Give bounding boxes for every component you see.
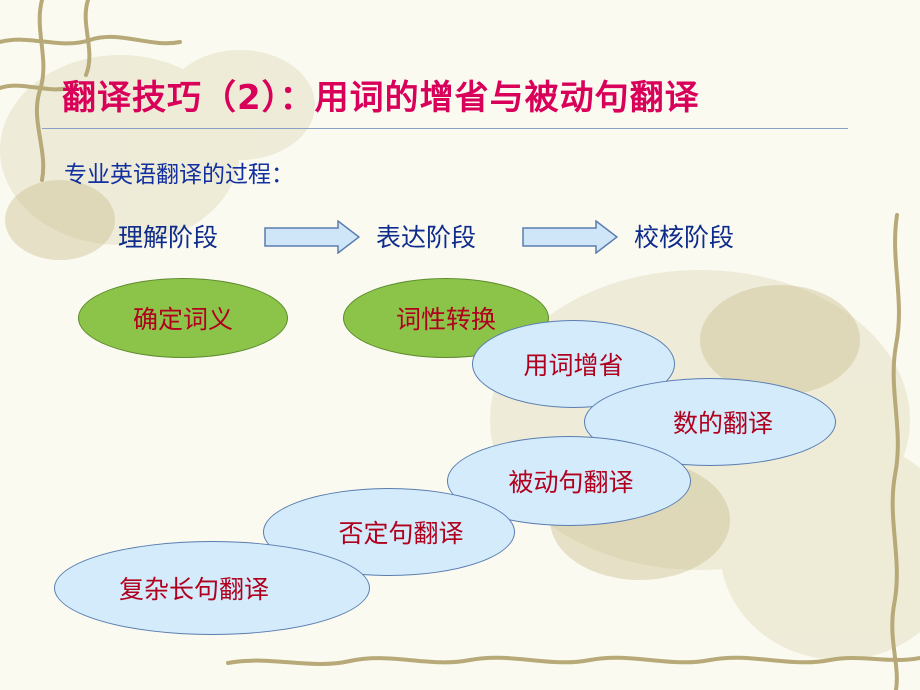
node-label: 确定词义 — [132, 305, 233, 334]
section-subtitle: 专业英语翻译的过程： — [64, 162, 294, 188]
node-label: 否定句翻译 — [338, 519, 464, 548]
node-label: 用词增省 — [523, 351, 624, 380]
node-passive-sentence-translation: 被动句翻译 — [447, 436, 691, 526]
node-determine-word-meaning: 确定词义 — [78, 278, 288, 358]
title-divider — [42, 128, 848, 129]
stage-proofreading: 校核阶段 — [634, 223, 735, 252]
page-title: 翻译技巧（2）：用词的增省与被动句翻译 — [62, 78, 700, 118]
node-label: 被动句翻译 — [508, 468, 634, 497]
node-label: 词性转换 — [395, 305, 496, 334]
arrow-right-icon — [264, 220, 360, 254]
node-amplification-omission: 用词增省 — [472, 320, 675, 408]
node-label: 数的翻译 — [672, 409, 773, 438]
node-complex-sentence-translation: 复杂长句翻译 — [54, 541, 370, 635]
arrow-right-icon — [522, 220, 618, 254]
stage-understanding: 理解阶段 — [118, 223, 219, 252]
node-label: 复杂长句翻译 — [118, 575, 269, 604]
stage-expression: 表达阶段 — [376, 223, 477, 252]
